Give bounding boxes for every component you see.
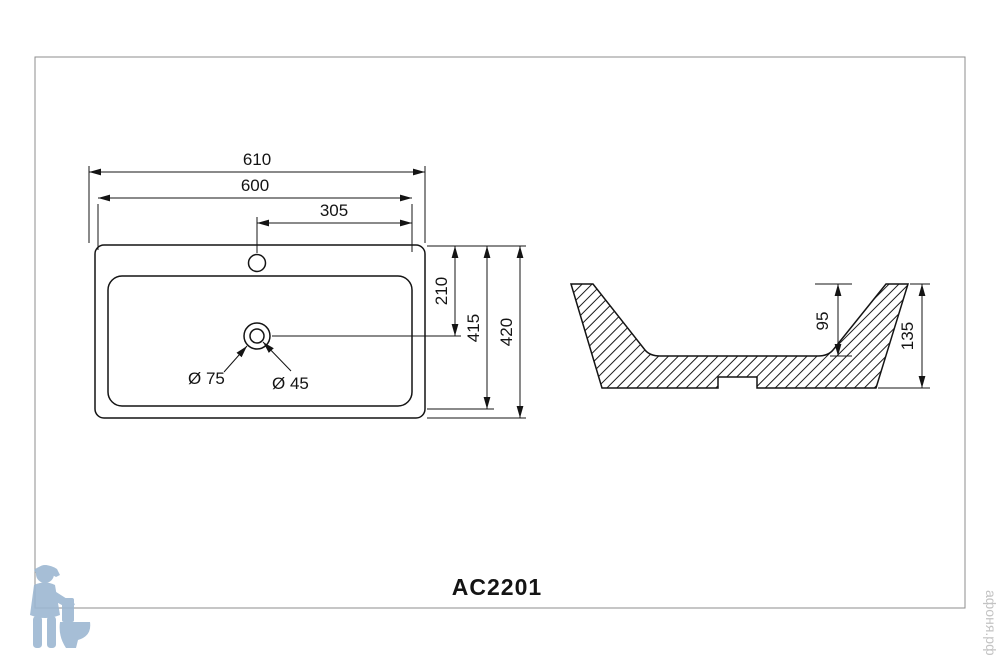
drain-hole-outer [243,322,271,350]
dim-text-drain-inner-diameter: Ø 45 [272,374,309,393]
basin-outer-rim [94,244,426,419]
dim-text-width-inner: 600 [241,176,269,195]
side-view-dimensions: 95 135 [813,283,930,389]
logo-cap [34,565,60,577]
dim-text-drain-outer-diameter: Ø 75 [188,369,225,388]
basin-section-hatched [569,283,910,389]
top-view [94,244,426,419]
dim-text-bowl-depth: 95 [813,312,832,331]
logo-toilet-bowl [59,622,91,648]
top-view-dimensions: 610 600 305 210 415 420 Ø 75 Ø 45 [88,150,526,419]
logo-leg [33,616,42,648]
plumber-logo [30,565,91,648]
leader-line-drain-outer [223,345,248,373]
side-view [569,283,910,389]
site-watermark: афоня.рф [983,590,999,656]
drawing-border [34,56,966,609]
basin-inner-bowl [107,275,413,407]
dim-text-drain-offset: 210 [432,277,451,305]
dim-text-inner-depth: 415 [464,314,483,342]
dim-text-width-overall: 610 [243,150,271,169]
dim-text-overall-height: 135 [898,322,917,350]
logo-leg [47,616,56,648]
leader-line-drain-inner [262,341,292,372]
logo-toilet-tank [62,598,74,622]
model-label: AC2201 [452,574,542,600]
faucet-hole [247,253,267,273]
dim-text-depth-overall: 420 [497,318,516,346]
dim-text-faucet-offset: 305 [320,201,348,220]
drain-hole-inner [249,328,265,344]
